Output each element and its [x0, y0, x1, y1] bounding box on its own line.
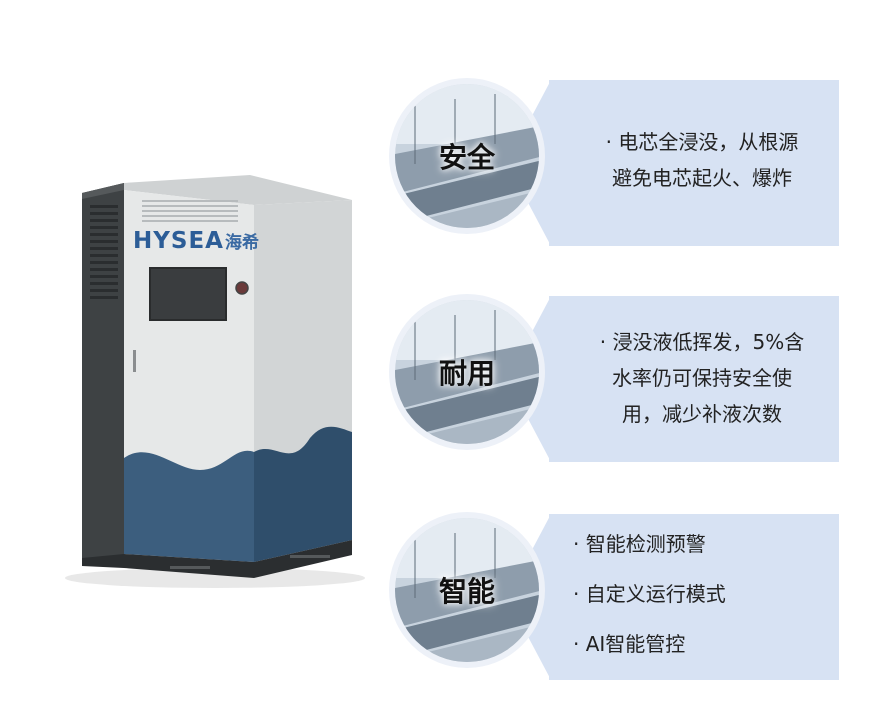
feature-card-durability: 耐用 · 浸没液低挥发，5%含 水率仍可保持安全使 用，减少补液次数	[389, 294, 839, 464]
feature-panel	[549, 296, 839, 462]
feature-description: · 智能检测预警 · 自定义运行模式 · AI智能管控	[573, 526, 823, 676]
brand-logo-en: HYSEA	[133, 228, 224, 254]
feature-card-intelligence: 智能 · 智能检测预警 · 自定义运行模式 · AI智能管控	[389, 512, 839, 682]
feature-title: 耐用	[438, 357, 495, 390]
solar-plant-photo	[395, 84, 539, 228]
energy-storage-cabinet	[65, 175, 365, 588]
brand-logo-cn: 海希	[224, 233, 259, 253]
feature-title: 安全	[438, 141, 495, 174]
product-illustration: HYSEA海希	[0, 0, 380, 717]
feature-photo-circle	[389, 294, 545, 450]
feature-title: 智能	[438, 575, 495, 608]
feature-panel	[549, 514, 839, 680]
feature-description-line: · 智能检测预警	[573, 532, 706, 556]
feature-description-line: · 电芯全浸没，从根源	[605, 130, 799, 154]
solar-plant-photo	[395, 300, 539, 444]
solar-plant-photo	[395, 518, 539, 662]
feature-photo-circle	[389, 78, 545, 234]
feature-description-line: · 浸没液低挥发，5%含	[599, 330, 805, 354]
feature-description-line: 避免电芯起火、爆炸	[612, 166, 792, 190]
feature-photo-circle	[389, 512, 545, 668]
brand-logo: HYSEA海希	[133, 228, 259, 254]
feature-description-line: · 自定义运行模式	[573, 582, 726, 606]
feature-description: · 浸没液低挥发，5%含 水率仍可保持安全使 用，减少补液次数	[577, 324, 827, 432]
feature-description-line: · AI智能管控	[573, 632, 686, 656]
feature-description-line: 水率仍可保持安全使	[612, 366, 792, 390]
feature-panel	[549, 80, 839, 246]
feature-card-safety: 安全 · 电芯全浸没，从根源 避免电芯起火、爆炸	[389, 78, 839, 248]
feature-description-line: 用，减少补液次数	[622, 402, 782, 426]
feature-description: · 电芯全浸没，从根源 避免电芯起火、爆炸	[577, 124, 827, 196]
